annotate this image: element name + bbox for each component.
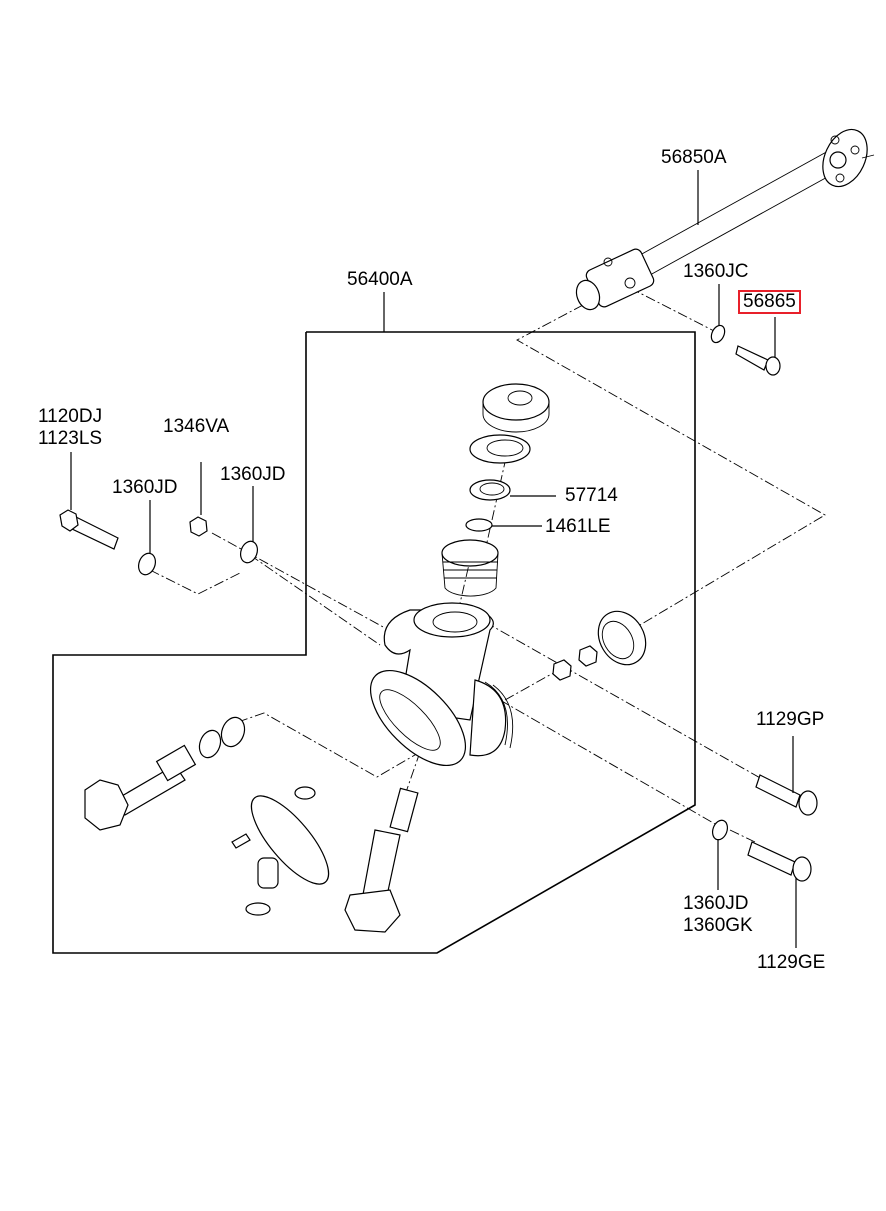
part-label-1360jd-bottom[interactable]: 1360JD [683,893,749,914]
part-label-1360gk[interactable]: 1360GK [683,915,753,936]
washer-1360jd-right-part [239,540,259,564]
part-label-56400a[interactable]: 56400A [347,269,413,290]
part-label-57714[interactable]: 57714 [565,485,618,506]
gear-housing-part [369,602,514,767]
assembly-guide-lines [149,287,826,843]
part-label-1346va[interactable]: 1346VA [163,416,230,437]
part-label-1120dj-1123ls[interactable]: 1120DJ 1123LS [38,406,102,450]
washer-1360jd-left-part [137,552,157,576]
intermediate-shaft-part [575,128,875,311]
pinion-gear-part [84,716,246,831]
bolt-1129ge-part [747,841,812,882]
sector-shaft-part [344,787,419,933]
part-label-1360jd-1360gk[interactable]: 1360JD 1360GK [683,893,753,937]
part-label-1129gp[interactable]: 1129GP [756,709,825,730]
part-label-1461le[interactable]: 1461LE [545,516,611,537]
bolt-1120dj-part [59,509,119,550]
seal-and-nuts-part [552,610,647,681]
part-label-1360jd-left[interactable]: 1360JD [112,477,178,498]
part-label-1360jd-right[interactable]: 1360JD [220,464,286,485]
part-label-56850a[interactable]: 56850A [661,147,727,168]
bolt-1129gp-part [755,774,818,816]
part-label-1360jc[interactable]: 1360JC [683,261,749,282]
lower-small-parts [231,786,330,916]
washer-1360jd-bottom-part [711,819,729,841]
part-label-1120dj[interactable]: 1120DJ [38,406,103,427]
leader-lines [70,170,797,948]
assembly-frame [52,331,696,954]
bolt-56865-part [735,345,781,376]
washer-1360jc-part [710,324,726,344]
part-label-1129ge[interactable]: 1129GE [757,952,826,973]
part-label-1123ls[interactable]: 1123LS [38,428,103,449]
cap-stack-part [441,383,550,597]
part-label-56865-highlighted[interactable]: 56865 [738,290,801,314]
nut-1346va-part [189,516,208,537]
